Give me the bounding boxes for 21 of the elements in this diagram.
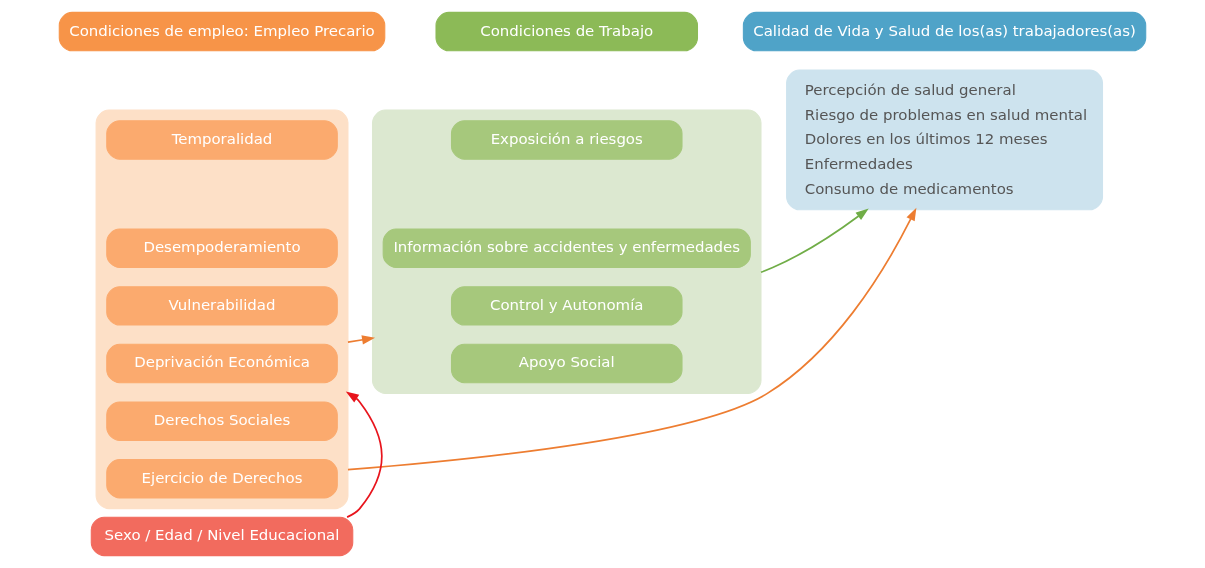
arrow <box>760 208 869 274</box>
node-box: Condiciones de Trabajo <box>435 11 699 52</box>
node-box: Derechos Sociales <box>106 401 338 441</box>
node-box: Percepción de salud general Riesgo de problemas en salud mental Dolores en los últimos 12 meses Enfermedades Consumo de medicamentos <box>786 69 1104 211</box>
node-box: Condiciones de empleo: Empleo Precario <box>58 11 386 52</box>
node-box: Sexo / Edad / Nivel Educacional <box>90 516 354 557</box>
arrow <box>345 391 383 518</box>
node-box: Desempoderamiento <box>106 228 338 268</box>
node-box: Deprivación Económica <box>106 343 338 384</box>
node-box: Vulnerabilidad <box>106 286 338 326</box>
node-box: Control y Autonomía <box>450 286 683 326</box>
cluster <box>371 109 762 394</box>
arrow <box>347 207 917 471</box>
node-box: Calidad de Vida y Salud de los(as) trabajadores(as) <box>742 11 1147 52</box>
node-box: Exposición a riesgos <box>450 120 683 160</box>
arrow <box>347 335 376 345</box>
node-box: Temporalidad <box>106 120 338 160</box>
node-box: Ejercicio de Derechos <box>106 459 338 499</box>
cluster <box>95 109 349 510</box>
node-box: Apoyo Social <box>450 343 683 384</box>
node-box: Información sobre accidentes y enfermedades <box>382 228 751 268</box>
